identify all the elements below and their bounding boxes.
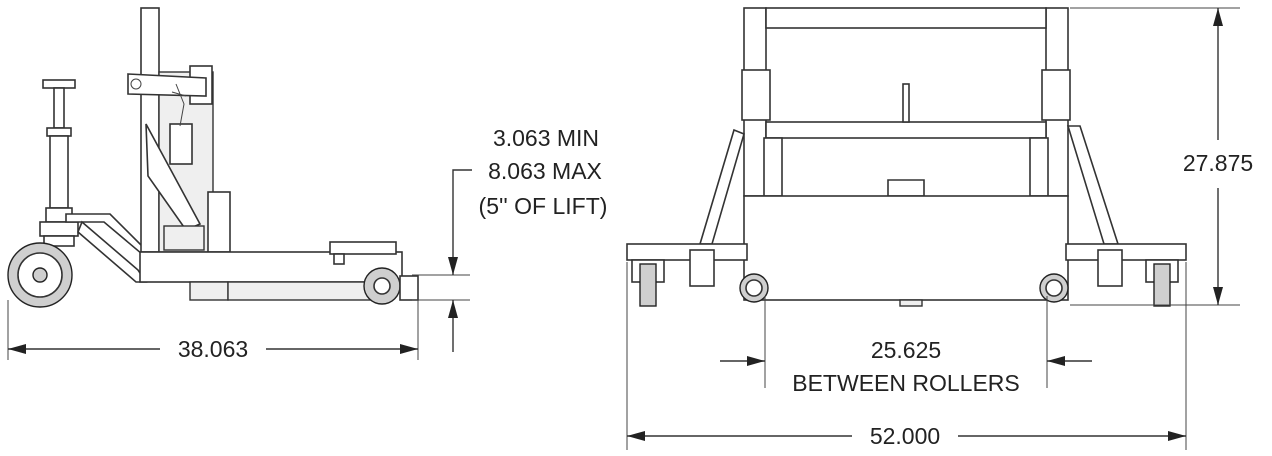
front-view: 27.875 25.625 BETWEEN ROLLERS 52.000 [626,7,1253,450]
dim-side-length: 38.063 [7,300,419,362]
front-view-braces [698,125,1120,245]
lift-min-label: 3.063 MIN [493,125,599,151]
dim-roller-span: 25.625 BETWEEN ROLLERS [720,296,1092,396]
side-view-front-caster [7,221,79,308]
dim-lift: 3.063 MIN 8.063 MAX (5'' OF LIFT) [412,125,607,352]
dim-overall-width: 52.000 [626,262,1187,450]
front-view-platform [743,195,1069,307]
front-view-base [626,243,1187,287]
dim-height: 27.875 [1070,7,1253,306]
side-view: 38.063 3.063 MIN 8.063 MAX (5'' OF LIFT) [7,7,607,362]
side-view-handle [42,79,76,223]
roller-span-note: BETWEEN ROLLERS [792,370,1020,396]
lift-range-label: (5'' OF LIFT) [479,193,608,219]
side-view-frame [139,241,403,301]
side-view-mast [127,7,231,253]
side-view-rear-roller [363,267,419,305]
lift-max-label: 8.063 MAX [488,158,602,184]
side-length-label: 38.063 [178,336,248,362]
front-view-mast [741,7,1071,197]
height-label: 27.875 [1183,150,1253,176]
front-view-casters [631,259,1179,307]
front-view-rollers [739,273,1069,303]
roller-span-label: 25.625 [871,337,941,363]
overall-width-label: 52.000 [870,423,940,449]
